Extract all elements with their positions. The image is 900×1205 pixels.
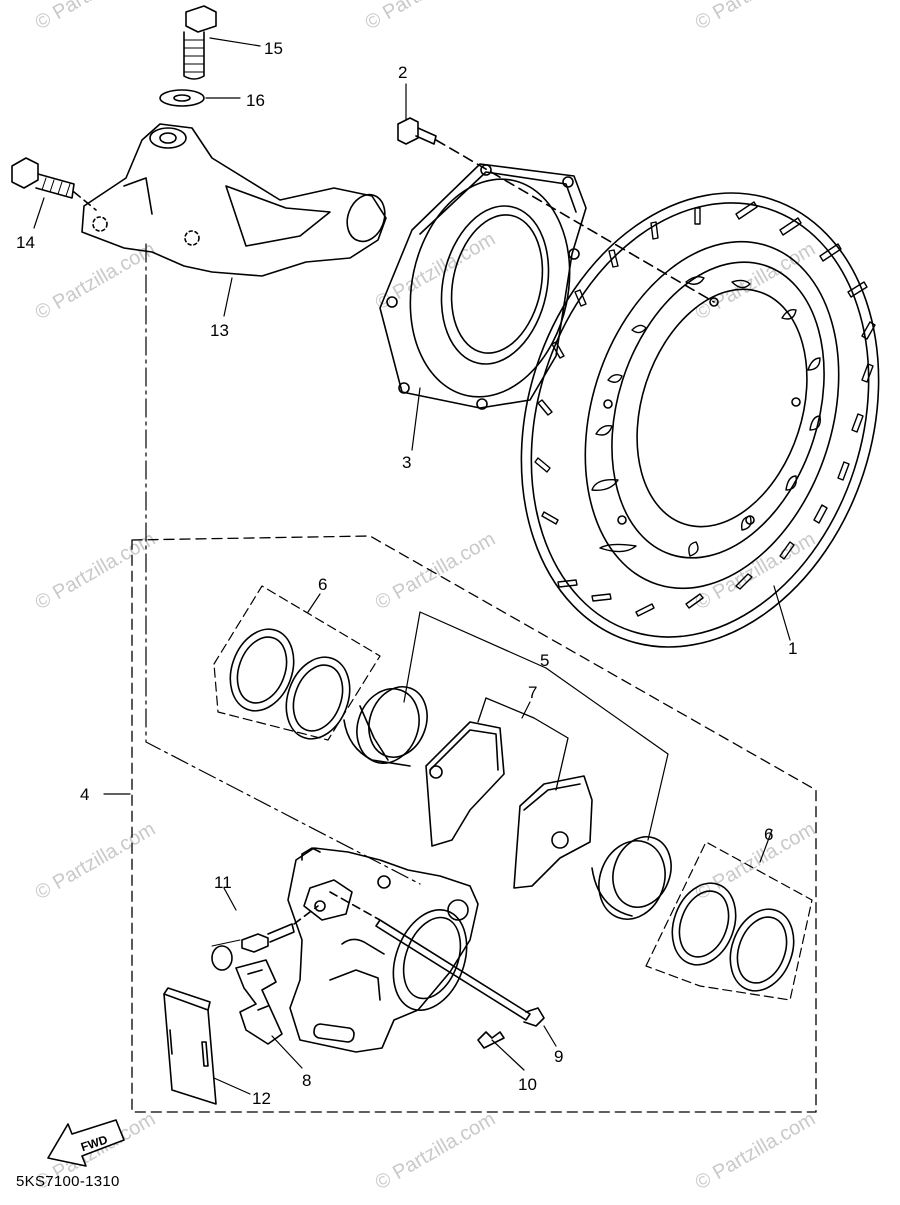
disc-cover [379,163,587,410]
watermark: © Partzilla.com [692,238,820,324]
callout-9: 9 [554,1047,563,1066]
brake-disc [520,192,880,648]
callout-8: 8 [302,1071,311,1090]
callout-3: 3 [402,453,411,472]
watermark-layer: © Partzilla.com © Partzilla.com © Partzi… [32,0,820,1194]
watermark: © Partzilla.com [32,0,160,34]
piston-right [591,836,672,920]
watermark: © Partzilla.com [362,0,490,34]
watermark: © Partzilla.com [692,528,820,614]
brake-pad-set [425,697,593,889]
callout-16: 16 [246,91,265,110]
caliper-bracket [81,123,387,277]
caliper-cover [163,987,217,1105]
leader-lines [33,37,791,1095]
callout-1: 1 [788,639,797,658]
callout-13: 13 [210,321,229,340]
diagram-code: 5KS7100-1310 [16,1173,120,1190]
callout-12: 12 [252,1089,271,1108]
seal-group-right [645,841,813,1001]
bleed-screw [211,905,319,971]
watermark: © Partzilla.com [32,528,160,614]
callout-14: 14 [16,233,35,252]
callout-6-right: 6 [764,825,773,844]
watermark: © Partzilla.com [372,528,500,614]
watermark: © Partzilla.com [372,1108,500,1194]
watermark: © Partzilla.com [32,818,160,904]
callout-11: 11 [214,873,232,892]
callout-5: 5 [540,651,549,670]
callout-4: 4 [80,785,89,804]
callout-6-left: 6 [318,575,327,594]
bolt-14 [11,157,97,211]
screw-part [397,117,715,303]
fwd-arrow-icon: FWD [47,1119,125,1167]
pad-spring [235,959,283,1045]
callout-10: 10 [518,1075,537,1094]
watermark: © Partzilla.com [372,228,500,314]
pad-pin [329,891,545,1027]
bolt-15 [159,5,217,107]
watermark: © Partzilla.com [692,1108,820,1194]
callout-labels: 1 2 3 4 5 6 6 7 8 9 10 11 12 13 14 15 16 [16,39,797,1108]
caliper-assembly-box [131,535,817,1113]
callout-2: 2 [398,63,407,82]
seal-group-left [213,585,381,741]
piston-left [343,686,428,767]
callout-15: 15 [264,39,283,58]
caliper-body [287,847,479,1053]
watermark: © Partzilla.com [692,0,820,34]
pin-clip [477,1031,505,1049]
callout-7: 7 [528,683,537,702]
